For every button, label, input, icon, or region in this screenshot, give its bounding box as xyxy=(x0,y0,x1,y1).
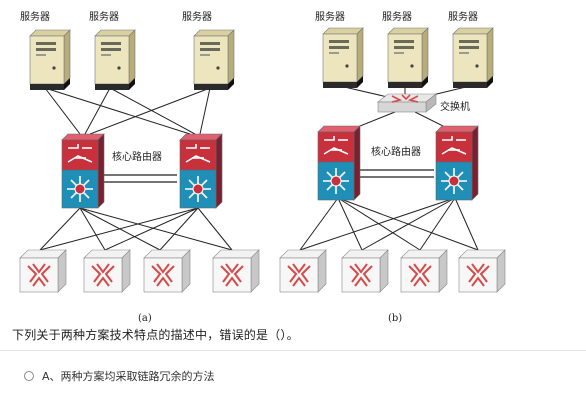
access-switch-icon-b3 xyxy=(400,249,448,293)
switch-icon-b xyxy=(377,93,437,113)
server-label-b2: 服务器 xyxy=(382,10,412,23)
server-label-a1: 服务器 xyxy=(20,10,50,23)
server-icon-a2 xyxy=(94,29,136,91)
access-switch-icon-a2 xyxy=(83,249,131,293)
server-icon-b1 xyxy=(322,27,364,89)
server-label-b1: 服务器 xyxy=(315,10,345,23)
network-diagram-figure: 服务器 服务器 服务器 xyxy=(19,10,506,324)
router-access-links-a xyxy=(39,207,233,251)
caption-a: (a) xyxy=(138,313,152,324)
access-switch-icon-b1 xyxy=(279,249,327,293)
access-switch-icon-a4 xyxy=(212,249,260,293)
caption-b: (b) xyxy=(388,313,402,324)
server-label-a2: 服务器 xyxy=(89,10,119,23)
access-switch-icon-a3 xyxy=(143,249,191,293)
server-icon-a3 xyxy=(193,29,235,91)
server-label-b3: 服务器 xyxy=(448,10,478,23)
diagram-a: 服务器 服务器 服务器 xyxy=(19,10,260,324)
server-icon-b3 xyxy=(452,27,494,89)
core-router-icon-b1 xyxy=(317,125,361,201)
router-interconnect-b xyxy=(360,169,434,178)
divider xyxy=(0,350,586,351)
access-switch-icon-a1 xyxy=(19,249,67,293)
core-router-icon-b2 xyxy=(435,125,479,201)
core-router-icon-a2 xyxy=(179,133,223,209)
router-interconnect-a xyxy=(102,174,177,183)
server-icon-a1 xyxy=(29,29,71,91)
switch-label-b: 交换机 xyxy=(440,100,470,113)
option-a[interactable]: A、两种方案均采取链路冗余的方法 xyxy=(24,368,215,384)
access-switch-icon-b2 xyxy=(341,249,389,293)
radio-button-a[interactable] xyxy=(24,371,34,381)
core-router-label-a: 核心路由器 xyxy=(112,150,162,163)
router-access-links-b xyxy=(299,197,479,251)
switch-router-links-b xyxy=(344,111,456,133)
core-router-label-b: 核心路由器 xyxy=(371,145,421,158)
server-icon-b2 xyxy=(387,27,429,89)
access-switch-icon-b4 xyxy=(458,249,506,293)
diagram-b: 服务器 服务器 服务器 xyxy=(279,10,506,324)
server-label-a3: 服务器 xyxy=(182,10,212,23)
core-router-icon-a1 xyxy=(61,133,105,209)
question-text: 下列关于两种方案技术特点的描述中，错误的是（）。 xyxy=(12,328,299,342)
server-router-links-a xyxy=(44,87,211,135)
option-a-label: A、两种方案均采取链路冗余的方法 xyxy=(42,370,215,383)
